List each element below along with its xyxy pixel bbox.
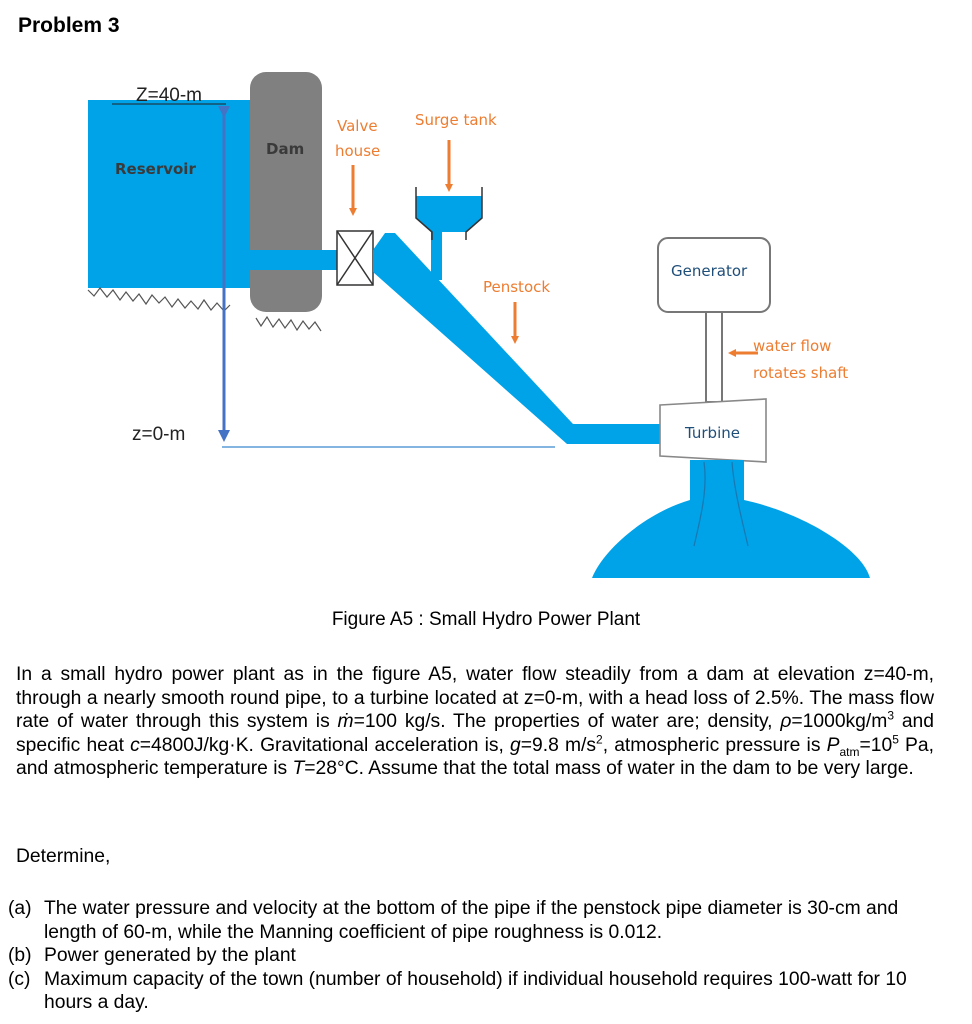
reservoir-ground [87,287,231,312]
question-a: (a)The water pressure and velocity at th… [8,898,899,943]
figure-caption: Figure A5 : Small Hydro Power Plant [331,609,641,630]
question-b: (b)Power generated by the plant [8,945,296,967]
dam-label: Dam [266,140,304,158]
valve-house-label-1: Valve [337,117,378,135]
reservoir-water [88,100,258,288]
z-bottom-label: z=0-m [132,424,185,445]
water-flow-label-1: water flow [753,337,831,355]
generator-label: Generator [671,262,748,280]
problem-statement: In a small hydro power plant as in the f… [16,664,934,780]
intake-pipe [250,250,340,270]
question-c: (c)Maximum capacity of the town (number … [8,968,907,1014]
dam-ground [255,315,322,332]
hydro-plant-diagram: Z=40-m z=0-m Reservoir Dam Valve house S… [87,72,870,578]
water-flow-label-2: rotates shaft [753,364,848,382]
tailrace-water [592,460,870,578]
surge-tank-label: Surge tank [415,111,497,129]
problem-title: Problem 3 [18,14,120,37]
turbine-label: Turbine [684,424,740,442]
z-top-label: Z=40-m [136,85,202,106]
determine-heading: Determine, [16,846,111,867]
valve-house-label-2: house [335,142,380,160]
penstock-label: Penstock [483,278,550,296]
surge-tank-bowl [416,196,482,232]
penstock-pipe [373,233,660,444]
turbine-shaft [705,311,723,403]
turbine-body [659,398,767,463]
surge-tank-riser [431,228,442,280]
reservoir-label: Reservoir [115,160,196,178]
dam [250,72,322,312]
question-list: (a)The water pressure and velocity at th… [8,897,938,1015]
surge-tank-walls [415,187,483,240]
